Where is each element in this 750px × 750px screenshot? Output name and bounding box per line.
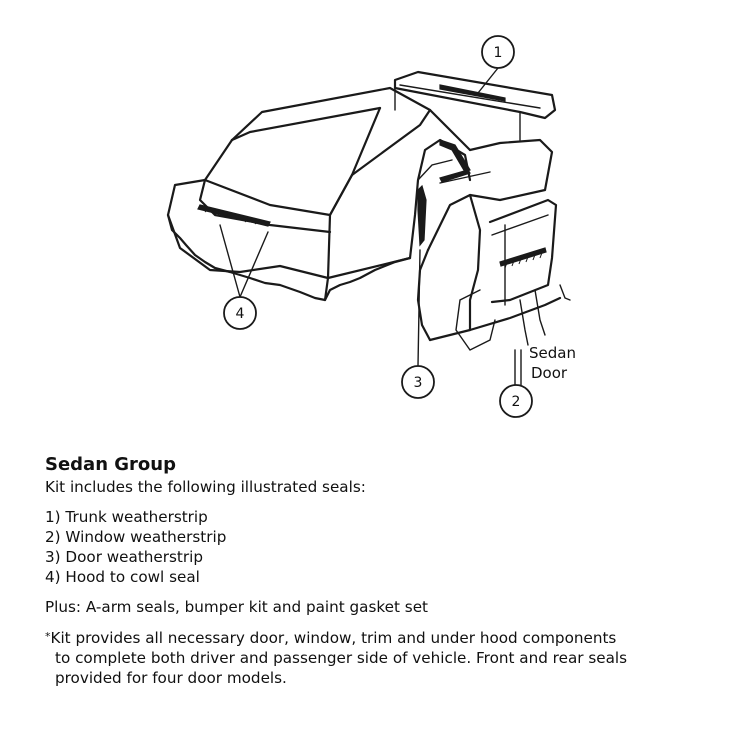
seal-list-item: 1) Trunk weatherstrip xyxy=(45,508,208,526)
callout-leader-lines xyxy=(219,67,522,386)
seal-list-item: 3) Door weatherstrip xyxy=(45,548,203,566)
callout-4-label: 4 xyxy=(236,306,245,322)
footnote-line-1: Kit provides all necessary door, window,… xyxy=(50,629,617,647)
plus-items: Plus: A-arm seals, bumper kit and paint … xyxy=(45,598,428,616)
seal-kit-diagram: 1 4 3 2 Sedan Door xyxy=(166,35,576,418)
hood-cowl-seal-part xyxy=(197,204,271,227)
sedan-door-label-line-2: Door xyxy=(531,364,568,382)
footnote-line-2: to complete both driver and passenger si… xyxy=(55,649,628,667)
callout-2: 2 xyxy=(499,384,533,418)
sedan-door-label-line-1: Sedan xyxy=(529,344,576,362)
door-weatherstrip-part xyxy=(417,184,427,247)
callout-1: 1 xyxy=(481,35,515,69)
sedan-door-label: Sedan Door xyxy=(529,344,576,382)
kit-description: Sedan Group Kit includes the following i… xyxy=(45,455,735,688)
car-body-illustration xyxy=(166,86,571,351)
seal-list: 1) Trunk weatherstrip 2) Window weathers… xyxy=(45,507,735,587)
seal-list-item: 4) Hood to cowl seal xyxy=(45,568,200,586)
callout-3-label: 3 xyxy=(414,375,423,391)
footnote-line-3: provided for four door models. xyxy=(55,669,287,687)
callout-4: 4 xyxy=(223,296,257,330)
kit-footnote: *Kit provides all necessary door, window… xyxy=(45,627,735,688)
seal-list-item: 2) Window weatherstrip xyxy=(45,528,227,546)
window-weatherstrip-part xyxy=(439,139,547,269)
callout-1-label: 1 xyxy=(494,45,503,61)
footnote-marker: * xyxy=(45,630,51,643)
kit-title: Sedan Group xyxy=(45,454,177,475)
callout-3: 3 xyxy=(401,365,435,399)
callout-2-label: 2 xyxy=(512,394,521,410)
kit-intro: Kit includes the following illustrated s… xyxy=(45,478,366,496)
trunk-weatherstrip-part xyxy=(393,70,557,141)
